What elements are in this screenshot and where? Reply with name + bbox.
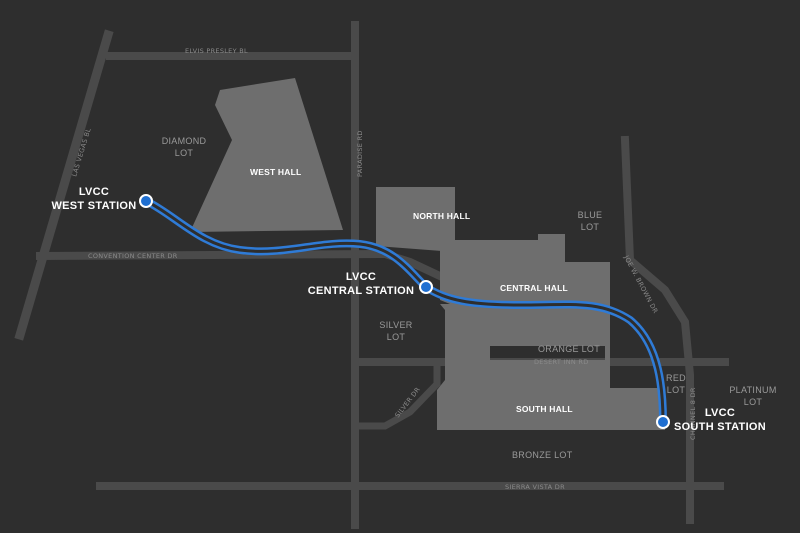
label-silver-lot-2: LOT xyxy=(387,332,406,342)
west-station-marker[interactable] xyxy=(139,194,153,208)
lot-labels: DIAMOND LOT BLUE LOT SILVER LOT ORANGE L… xyxy=(162,136,777,460)
label-convention-center: CONVENTION CENTER DR xyxy=(88,252,178,260)
label-bronze-lot: BRONZE LOT xyxy=(512,450,573,460)
label-platinum-lot: PLATINUM xyxy=(729,385,776,395)
label-blue-lot: BLUE xyxy=(578,210,603,220)
label-silver-lot: SILVER xyxy=(379,320,412,330)
label-south-hall: SOUTH HALL xyxy=(516,404,573,414)
road-silver xyxy=(351,358,441,430)
label-central-hall: CENTRAL HALL xyxy=(500,283,568,293)
label-south-station-line1: LVCC xyxy=(705,407,735,419)
west-hall-building xyxy=(190,78,343,232)
label-central-station-line1: LVCC xyxy=(346,271,376,283)
label-red-lot-2: LOT xyxy=(667,385,686,395)
north-hall-building xyxy=(376,187,455,252)
stations xyxy=(139,194,670,429)
label-west-station-line2: WEST STATION xyxy=(51,200,136,212)
hall-labels: WEST HALL NORTH HALL CENTRAL HALL SOUTH … xyxy=(250,167,573,414)
south-hall-building xyxy=(437,304,665,430)
road-las-vegas xyxy=(14,29,114,341)
south-station-marker[interactable] xyxy=(656,415,670,429)
buildings xyxy=(190,78,665,430)
label-right-vertical-road: CHANNEL 8 DR xyxy=(689,387,697,440)
label-sierra-vista: SIERRA VISTA DR xyxy=(505,483,565,491)
label-elvis-presley: ELVIS PRESLEY BL xyxy=(185,47,248,55)
central-station-marker[interactable] xyxy=(419,280,433,294)
station-labels: LVCC WEST STATION LVCC CENTRAL STATION L… xyxy=(51,186,766,433)
label-central-station-line2: CENTRAL STATION xyxy=(308,285,415,297)
label-west-hall: WEST HALL xyxy=(250,167,301,177)
label-blue-lot-2: LOT xyxy=(581,222,600,232)
central-hall-building xyxy=(440,234,610,346)
label-desert-inn: DESERT INN RD xyxy=(534,358,589,366)
label-diamond-lot: DIAMOND xyxy=(162,136,207,146)
label-orange-lot: ORANGE LOT xyxy=(538,344,600,354)
label-platinum-lot-2: LOT xyxy=(744,397,763,407)
label-paradise: PARADISE RD xyxy=(356,130,364,177)
label-west-station-line1: LVCC xyxy=(79,186,109,198)
label-diamond-lot-2: LOT xyxy=(175,148,194,158)
road-joe-brown xyxy=(620,135,694,524)
label-south-station-line2: SOUTH STATION xyxy=(674,421,766,433)
label-north-hall: NORTH HALL xyxy=(413,211,470,221)
label-red-lot: RED xyxy=(666,373,686,383)
